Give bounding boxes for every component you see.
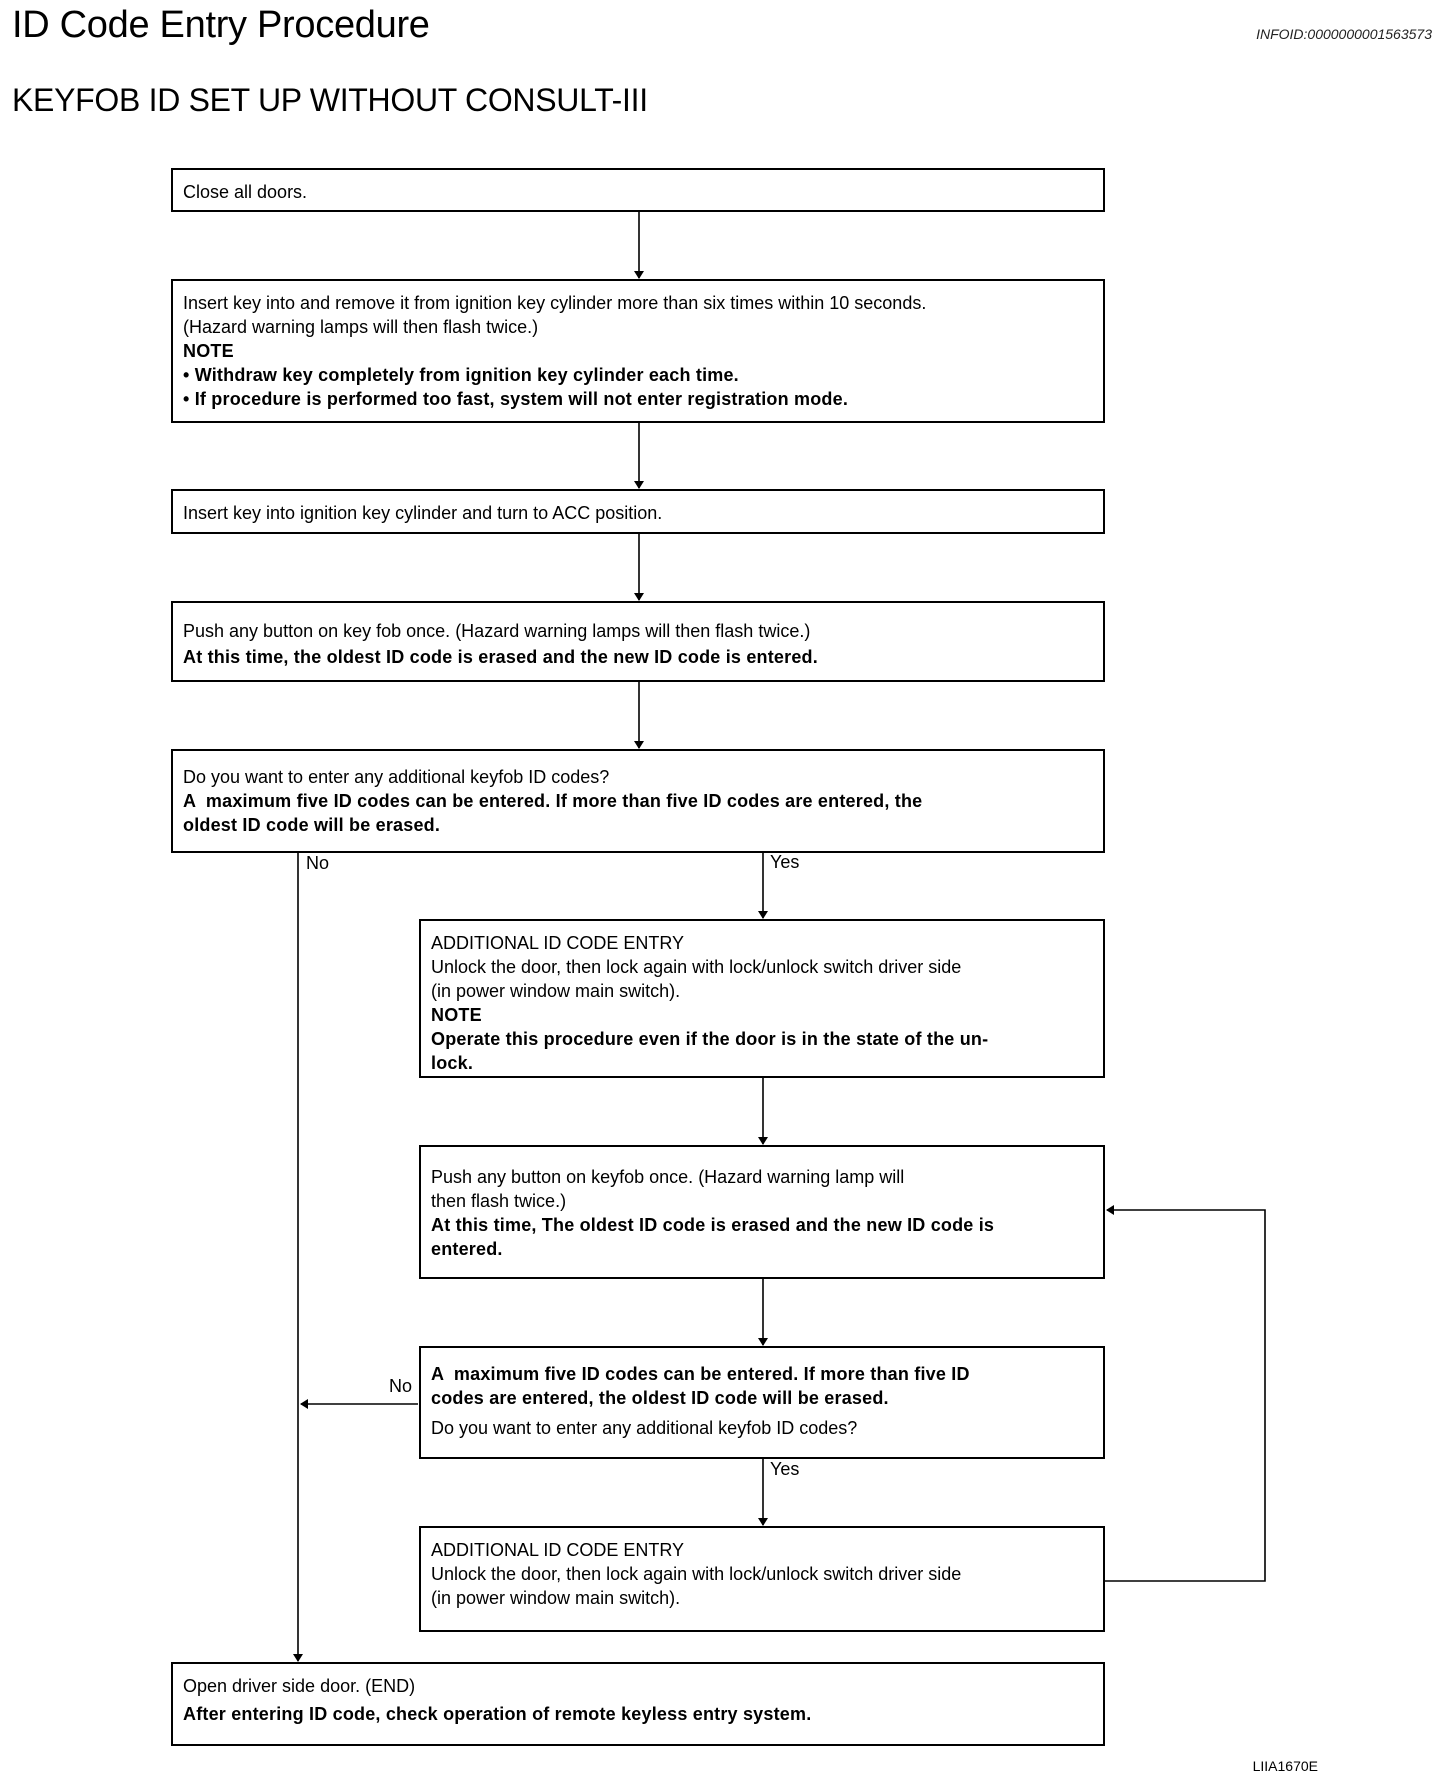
note-text: • Withdraw key completely from ignition … [183, 365, 739, 385]
step-text: Open driver side door. (END) [183, 1676, 416, 1696]
step-text: (Hazard warning lamps will then flash tw… [183, 317, 539, 337]
step-emphasis: At this time, the oldest ID code is eras… [183, 647, 818, 667]
step-push-button-first: Push any button on key fob once. (Hazard… [171, 601, 1105, 682]
step-heading: ADDITIONAL ID CODE ENTRY [431, 933, 685, 953]
step-additional-entry-loop: ADDITIONAL ID CODE ENTRY Unlock the door… [419, 1526, 1105, 1632]
decision-additional-codes-first: Do you want to enter any additional keyf… [171, 749, 1105, 853]
step-text: Insert key into ignition key cylinder an… [183, 503, 663, 523]
step-heading: ADDITIONAL ID CODE ENTRY [431, 1540, 685, 1560]
note-text: lock. [431, 1053, 474, 1073]
page-title: ID Code Entry Procedure [12, 4, 430, 46]
step-push-button-loop: Push any button on keyfob once. (Hazard … [419, 1145, 1105, 1279]
step-text: Push any button on keyfob once. (Hazard … [431, 1167, 905, 1187]
label-yes-first: Yes [770, 852, 800, 872]
figure-id: LIIA1670E [1252, 1758, 1318, 1774]
step-emphasis: After entering ID code, check operation … [183, 1704, 812, 1724]
step-text: Insert key into and remove it from ignit… [183, 293, 927, 313]
step-emphasis: At this time, The oldest ID code is eras… [431, 1215, 995, 1235]
step-additional-entry-first: ADDITIONAL ID CODE ENTRY Unlock the door… [419, 919, 1105, 1078]
step-text: (in power window main switch). [431, 1588, 681, 1608]
arrow-loop-back [1104, 1205, 1266, 1582]
decision-question: Do you want to enter any additional keyf… [431, 1418, 858, 1438]
decision-question: Do you want to enter any additional keyf… [183, 767, 610, 787]
decision-note: codes are entered, the oldest ID code wi… [431, 1388, 889, 1408]
decision-note: oldest ID code will be erased. [183, 815, 441, 835]
label-no-first: No [306, 853, 330, 873]
decision-note: A maximum five ID codes can be entered. … [183, 791, 923, 811]
step-text: then flash twice.) [431, 1191, 567, 1211]
label-no-loop: No [389, 1376, 413, 1396]
step-text: Unlock the door, then lock again with lo… [431, 957, 962, 977]
note-label: NOTE [431, 1005, 482, 1025]
step-close-doors: Close all doors. [171, 168, 1105, 212]
decision-additional-codes-loop: A maximum five ID codes can be entered. … [419, 1346, 1105, 1459]
section-title: KEYFOB ID SET UP WITHOUT CONSULT-III [12, 82, 648, 118]
step-text: Unlock the door, then lock again with lo… [431, 1564, 962, 1584]
note-label: NOTE [183, 341, 234, 361]
step-text: Close all doors. [183, 182, 308, 202]
step-insert-remove-key: Insert key into and remove it from ignit… [171, 279, 1105, 423]
note-text: • If procedure is performed too fast, sy… [183, 389, 849, 409]
label-yes-loop: Yes [770, 1459, 800, 1479]
info-id: INFOID:0000000001563573 [1256, 26, 1432, 42]
step-end: Open driver side door. (END) After enter… [171, 1662, 1105, 1746]
step-emphasis: entered. [431, 1239, 503, 1259]
step-text: (in power window main switch). [431, 981, 681, 1001]
step-text: Push any button on key fob once. (Hazard… [183, 621, 811, 641]
step-insert-acc: Insert key into ignition key cylinder an… [171, 489, 1105, 534]
decision-note: A maximum five ID codes can be entered. … [431, 1364, 970, 1384]
note-text: Operate this procedure even if the door … [431, 1029, 989, 1049]
